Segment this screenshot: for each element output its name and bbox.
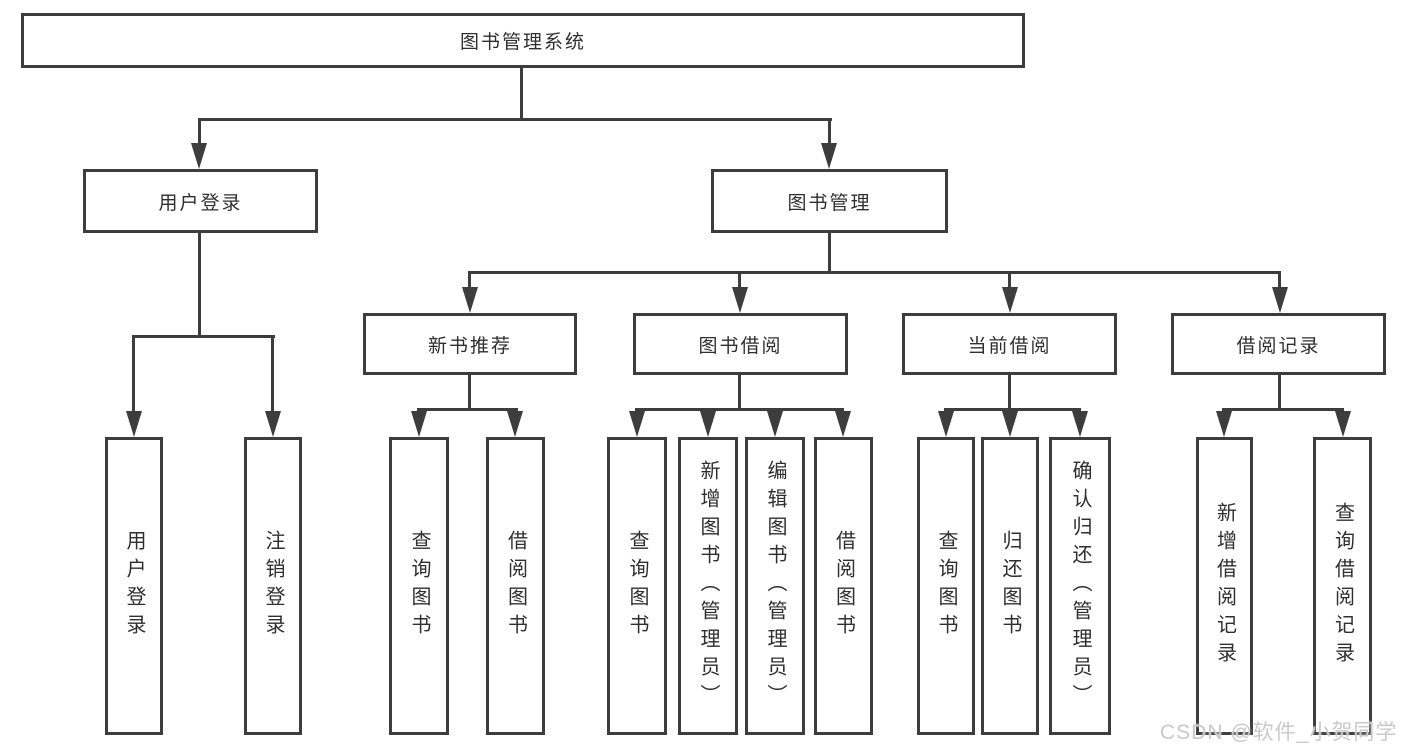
arrow-down-icon bbox=[732, 287, 748, 313]
connector-stem-book-borrow bbox=[738, 271, 741, 291]
node-book-borrowing: 图书借阅 bbox=[633, 313, 848, 375]
arrow-down-icon bbox=[462, 287, 478, 313]
connector-current-borrow-trunk bbox=[1008, 375, 1011, 408]
csdn-watermark: CSDN @软件_小贺同学 bbox=[1160, 721, 1398, 744]
arrow-down-icon bbox=[938, 411, 954, 437]
connector-user-login-trunk bbox=[198, 233, 201, 335]
arrow-down-icon bbox=[767, 411, 783, 437]
connector-stem-new-book bbox=[468, 271, 471, 291]
arrow-down-icon bbox=[835, 411, 851, 437]
leaf-logout: 注销登录 bbox=[244, 437, 302, 735]
leaf-bb-query-books: 查询图书 bbox=[607, 437, 667, 735]
connector-level2-horizontal bbox=[198, 118, 832, 121]
node-user-login: 用户登录 bbox=[83, 169, 318, 233]
leaf-rec-borrow-books: 借阅图书 bbox=[486, 437, 545, 735]
connector-root-trunk bbox=[520, 68, 523, 120]
arrow-down-icon bbox=[1335, 411, 1351, 437]
connector-stem-leaf-logout bbox=[271, 335, 274, 415]
arrow-down-icon bbox=[265, 411, 281, 437]
connector-new-book-trunk bbox=[468, 375, 471, 408]
arrow-down-icon bbox=[507, 411, 523, 437]
leaf-cb-confirm-return-admin: 确认归还（管理员） bbox=[1049, 437, 1111, 735]
connector-book-mgmt-trunk bbox=[828, 233, 831, 271]
arrow-down-icon bbox=[821, 143, 837, 169]
leaf-rec-query-books: 查询图书 bbox=[389, 437, 449, 735]
arrow-down-icon bbox=[1002, 287, 1018, 313]
leaf-bb-borrow-books: 借阅图书 bbox=[814, 437, 873, 735]
leaf-br-query-record: 查询借阅记录 bbox=[1313, 437, 1372, 735]
connector-stem-current-borrow bbox=[1008, 271, 1011, 291]
node-book-management: 图书管理 bbox=[711, 169, 948, 233]
leaf-bb-edit-books-admin: 编辑图书（管理员） bbox=[745, 437, 805, 735]
arrow-down-icon bbox=[1002, 411, 1018, 437]
connector-new-book-horizontal bbox=[417, 408, 518, 411]
connector-level3-horizontal bbox=[468, 271, 1281, 274]
node-current-borrowing: 当前借阅 bbox=[902, 313, 1117, 375]
connector-book-borrow-horizontal bbox=[635, 408, 844, 411]
arrow-down-icon bbox=[411, 411, 427, 437]
connector-borrow-record-trunk bbox=[1278, 375, 1281, 408]
connector-stem-book-mgmt bbox=[828, 118, 831, 147]
leaf-cb-return-books: 归还图书 bbox=[981, 437, 1039, 735]
connector-stem-borrow-record bbox=[1278, 271, 1281, 291]
connector-stem-user-login bbox=[198, 118, 201, 147]
arrow-down-icon bbox=[1216, 411, 1232, 437]
arrow-down-icon bbox=[700, 411, 716, 437]
connector-book-borrow-trunk bbox=[738, 375, 741, 408]
arrow-down-icon bbox=[126, 411, 142, 437]
arrow-down-icon bbox=[629, 411, 645, 437]
connector-borrow-record-horizontal bbox=[1222, 408, 1343, 411]
leaf-user-login: 用户登录 bbox=[105, 437, 163, 735]
leaf-cb-query-books: 查询图书 bbox=[917, 437, 975, 735]
node-root: 图书管理系统 bbox=[21, 13, 1025, 68]
node-borrow-records: 借阅记录 bbox=[1171, 313, 1386, 375]
leaf-bb-add-books-admin: 新增图书（管理员） bbox=[678, 437, 738, 735]
arrow-down-icon bbox=[191, 143, 207, 169]
arrow-down-icon bbox=[1072, 411, 1088, 437]
leaf-br-add-record: 新增借阅记录 bbox=[1196, 437, 1253, 735]
connector-stem-leaf-login bbox=[132, 335, 135, 415]
node-new-book-recommend: 新书推荐 bbox=[363, 313, 577, 375]
arrow-down-icon bbox=[1272, 287, 1288, 313]
connector-current-borrow-horizontal bbox=[944, 408, 1081, 411]
connector-user-login-horizontal bbox=[133, 335, 275, 338]
